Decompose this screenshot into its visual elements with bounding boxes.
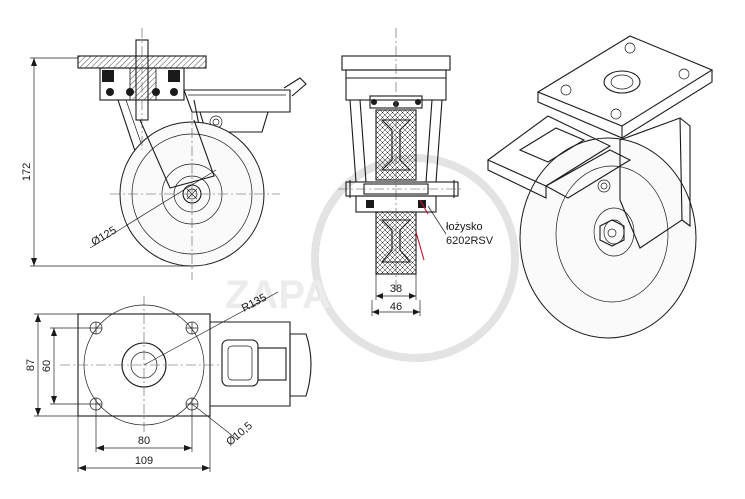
wheel-width-dimension [375,274,417,300]
height-dimension-label: 172 [21,163,33,181]
hub-length-dimension [371,300,421,316]
plate-width-label: 109 [135,455,153,467]
bolt-spacing-v-label: 60 [41,360,53,372]
isometric-view [486,35,714,339]
front-view [338,28,464,290]
bearing-label-line2: 6202RSV [446,235,494,247]
wheel-width-label: 38 [390,283,402,295]
bolt-spacing-v-dimension [50,327,90,405]
wheel-diameter-label: Ø125 [89,224,118,248]
bolt-hole-label: Ø10,5 [224,420,255,448]
hub-length-label: 46 [390,301,402,313]
bolt-spacing-h-label: 80 [138,435,150,447]
plate-width-dimension [77,416,211,472]
top-view [60,291,312,441]
bearing-label-line1: łożysko [446,221,483,233]
height-dimension [30,57,192,267]
side-view [77,28,307,280]
plate-height-label: 87 [25,359,37,371]
watermark-text: ZAPA [225,273,331,317]
plate-height-dimension [34,313,78,417]
watermark-logo: ZAPA [225,154,519,362]
bolt-spacing-h-dimension [95,410,193,452]
